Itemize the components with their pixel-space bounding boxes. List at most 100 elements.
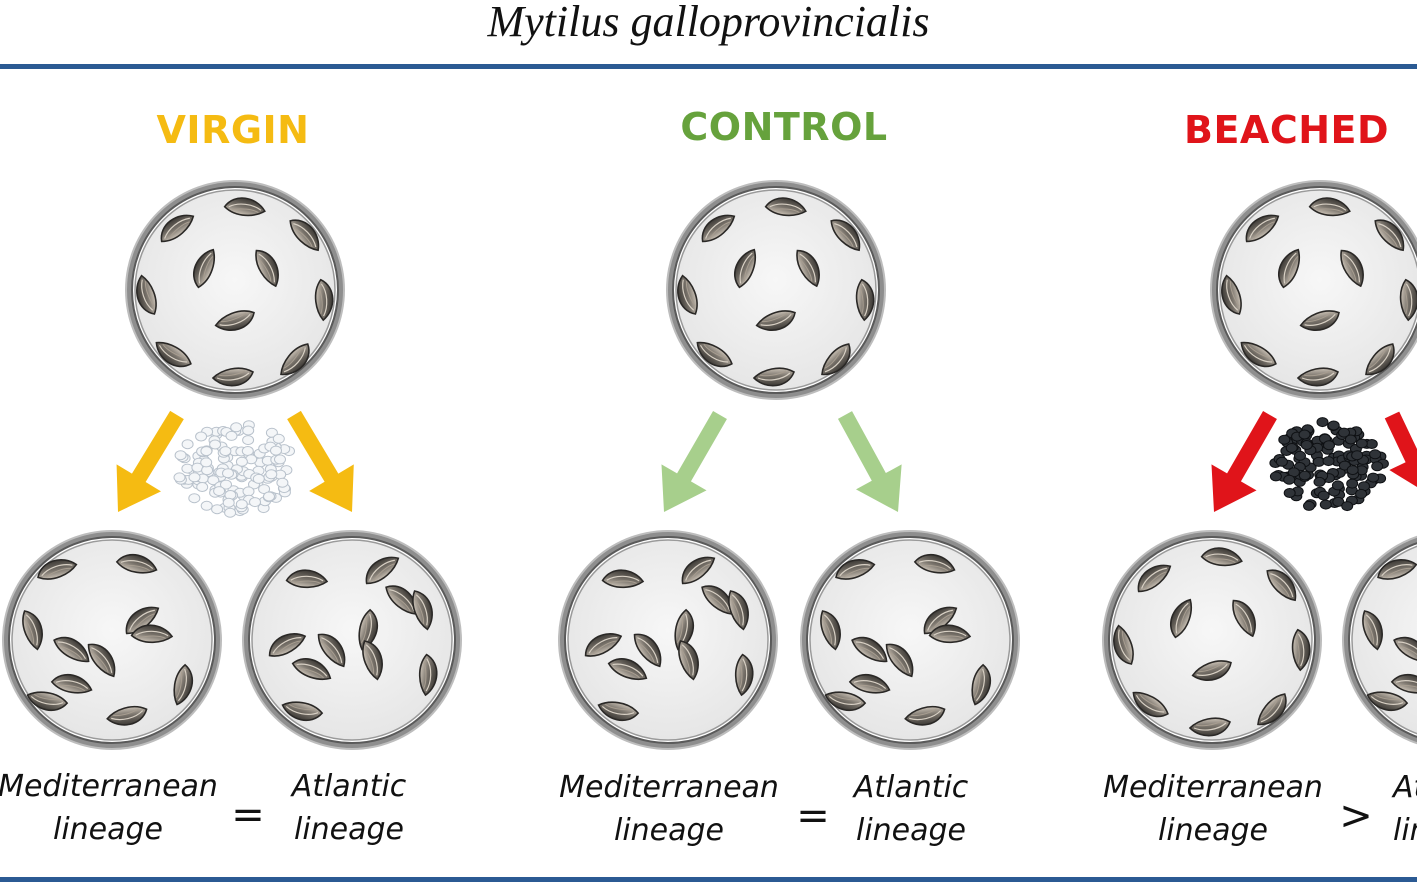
label-line-2: lineage xyxy=(613,813,725,848)
black-pellets-icon xyxy=(1269,417,1389,512)
label-line-1: Mediterranean xyxy=(1103,770,1323,805)
mussel-icon xyxy=(125,606,160,635)
mussel-icon xyxy=(193,248,215,289)
mussel-icon xyxy=(821,343,851,376)
comparison-beached: > xyxy=(1339,793,1373,839)
figure-title: Mytilus galloprovincialis xyxy=(487,0,930,46)
mussel-icon xyxy=(820,610,841,651)
mussel-icon xyxy=(37,559,78,580)
mussel-icon xyxy=(1365,343,1395,376)
mussel-icon xyxy=(412,590,433,631)
mussel-icon xyxy=(1200,547,1243,567)
mussel-icon xyxy=(214,310,255,331)
mussel-icon xyxy=(728,590,749,631)
mussel-icon xyxy=(904,705,946,726)
label-atlantic-virgin: Atlantic lineage xyxy=(219,765,479,851)
mussel-icon xyxy=(285,569,329,589)
comparison-control: = xyxy=(796,793,830,839)
mussel-icon xyxy=(1221,274,1242,315)
label-mediterranean-control: Mediterranean lineage xyxy=(539,766,799,852)
mussel-icon xyxy=(289,219,320,252)
dish-virgin-top xyxy=(134,189,336,391)
mussel-icon xyxy=(752,367,795,387)
mussel-icon xyxy=(701,214,736,243)
mussel-icon xyxy=(173,663,194,706)
mussel-icon xyxy=(584,633,623,657)
white-pellets-icon xyxy=(173,420,295,518)
mussel-icon xyxy=(317,633,346,668)
mussel-icon xyxy=(26,691,69,712)
mussel-icon xyxy=(211,367,254,387)
mussel-icon xyxy=(87,643,116,678)
label-atlantic-beached: Atlantic lineage xyxy=(1393,766,1417,852)
label-line-2: lineage xyxy=(293,812,405,847)
label-atlantic-control: Atlantic lineage xyxy=(781,766,1041,852)
group-title-beached: BEACHED xyxy=(1184,108,1390,152)
mussel-icon xyxy=(848,673,891,694)
mussel-icon xyxy=(1399,278,1417,322)
mussel-icon xyxy=(115,553,158,574)
mussel-icon xyxy=(53,636,90,663)
dish-beached-mediterranean xyxy=(1111,539,1313,741)
mussel-icon xyxy=(681,556,716,585)
mussel-icon xyxy=(1308,197,1351,217)
mussel-icon xyxy=(633,633,662,668)
mussel-icon xyxy=(734,248,756,289)
mussel-icon xyxy=(1362,610,1383,651)
mussel-icon xyxy=(1393,636,1417,663)
mussel-icon xyxy=(764,197,807,217)
label-line-1: Mediterranean xyxy=(559,770,779,805)
mussel-icon xyxy=(1257,693,1287,726)
mussel-icon xyxy=(1240,341,1277,368)
mussel-icon xyxy=(1170,598,1192,639)
mussel-icon xyxy=(362,640,383,681)
mussel-icon xyxy=(291,658,332,680)
mussel-icon xyxy=(223,197,266,217)
top-rule xyxy=(0,64,1417,69)
group-title-control: CONTROL xyxy=(680,105,888,149)
mussel-icon xyxy=(365,556,400,585)
mussel-icon xyxy=(1232,599,1256,638)
label-line-2: lineage xyxy=(855,813,967,848)
arrow-down-left-icon xyxy=(1211,411,1277,512)
mussel-icon xyxy=(971,663,992,706)
mussel-icon xyxy=(1366,691,1409,712)
mussel-icon xyxy=(696,341,733,368)
mussel-icon xyxy=(1340,249,1364,288)
label-line-1: Mediterranean xyxy=(0,769,218,804)
mussel-icon xyxy=(851,636,888,663)
mussel-icon xyxy=(1188,717,1231,737)
mussel-icon xyxy=(255,249,279,288)
mussel-icon xyxy=(928,624,972,644)
mussel-icon xyxy=(1299,310,1340,331)
mussel-icon xyxy=(913,553,956,574)
mussel-icon xyxy=(22,610,43,651)
mussel-icon xyxy=(1245,214,1280,243)
arrow-down-left-icon xyxy=(661,411,727,512)
label-line-1: Atlantic xyxy=(853,770,969,805)
label-line-2: lineage xyxy=(1393,813,1417,848)
mussel-icon xyxy=(280,343,310,376)
arrow-down-right-icon xyxy=(837,411,902,512)
dish-control-top xyxy=(675,189,877,391)
bottom-rule xyxy=(0,877,1417,882)
mussel-icon xyxy=(796,249,820,288)
mussel-icon xyxy=(418,653,438,697)
mussel-icon xyxy=(50,673,93,694)
mussel-icon xyxy=(734,653,754,697)
mussel-icon xyxy=(1278,248,1300,289)
mussel-icon xyxy=(824,691,867,712)
mussel-icon xyxy=(830,219,861,252)
mussel-icon xyxy=(106,705,148,726)
mussel-icon xyxy=(855,278,875,322)
mussel-icon xyxy=(160,214,195,243)
mussel-icon xyxy=(314,278,334,322)
mussel-icon xyxy=(1132,691,1169,718)
mussel-icon xyxy=(678,640,699,681)
mussel-icon xyxy=(607,658,648,680)
mussel-icon xyxy=(885,643,914,678)
dish-beached-top xyxy=(1219,189,1417,391)
label-line-2: lineage xyxy=(1157,813,1269,848)
mussel-icon xyxy=(835,559,876,580)
mussel-icon xyxy=(1296,367,1339,387)
